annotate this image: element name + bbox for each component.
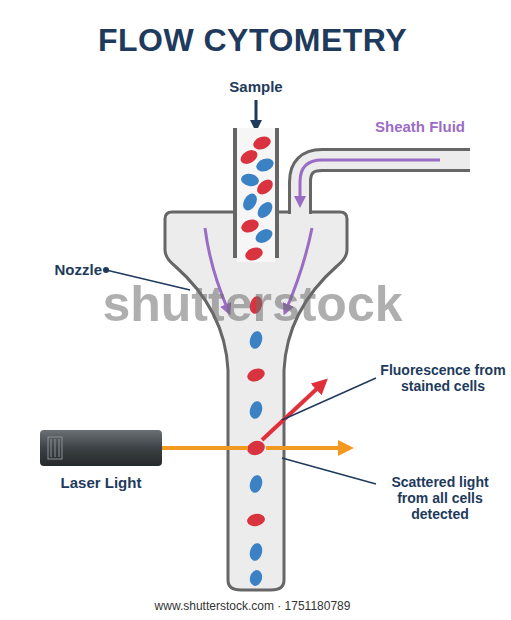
watermark: shutterstock (0, 276, 508, 334)
nozzle-chamber (165, 212, 347, 590)
part-label: Scattered light from all cells detected (378, 474, 502, 522)
scattered-light-arrow (266, 446, 346, 450)
part-label: Nozzle (36, 261, 102, 278)
leader-line (282, 378, 376, 420)
laser-vent (48, 437, 62, 459)
sample-arrow (255, 100, 258, 126)
sample-tube-inner (237, 128, 275, 262)
part-label: Laser Light (40, 474, 162, 491)
sheath-pipe-inner (300, 160, 470, 216)
laser-beam (162, 446, 248, 450)
sheath-flow-arrow (300, 160, 440, 202)
part-label: Sheath Fluid (355, 118, 465, 135)
part-label: Fluorescence from stained cells (380, 362, 506, 394)
cells (238, 134, 276, 587)
fluorescence-arrow (262, 384, 322, 440)
part-label: Sample (206, 78, 306, 95)
watermark: www.shutterstock.com · 1751180789 (0, 600, 508, 614)
laser-body (40, 430, 162, 466)
leader-line (282, 458, 376, 484)
title: FLOW CYTOMETRY (0, 22, 508, 59)
